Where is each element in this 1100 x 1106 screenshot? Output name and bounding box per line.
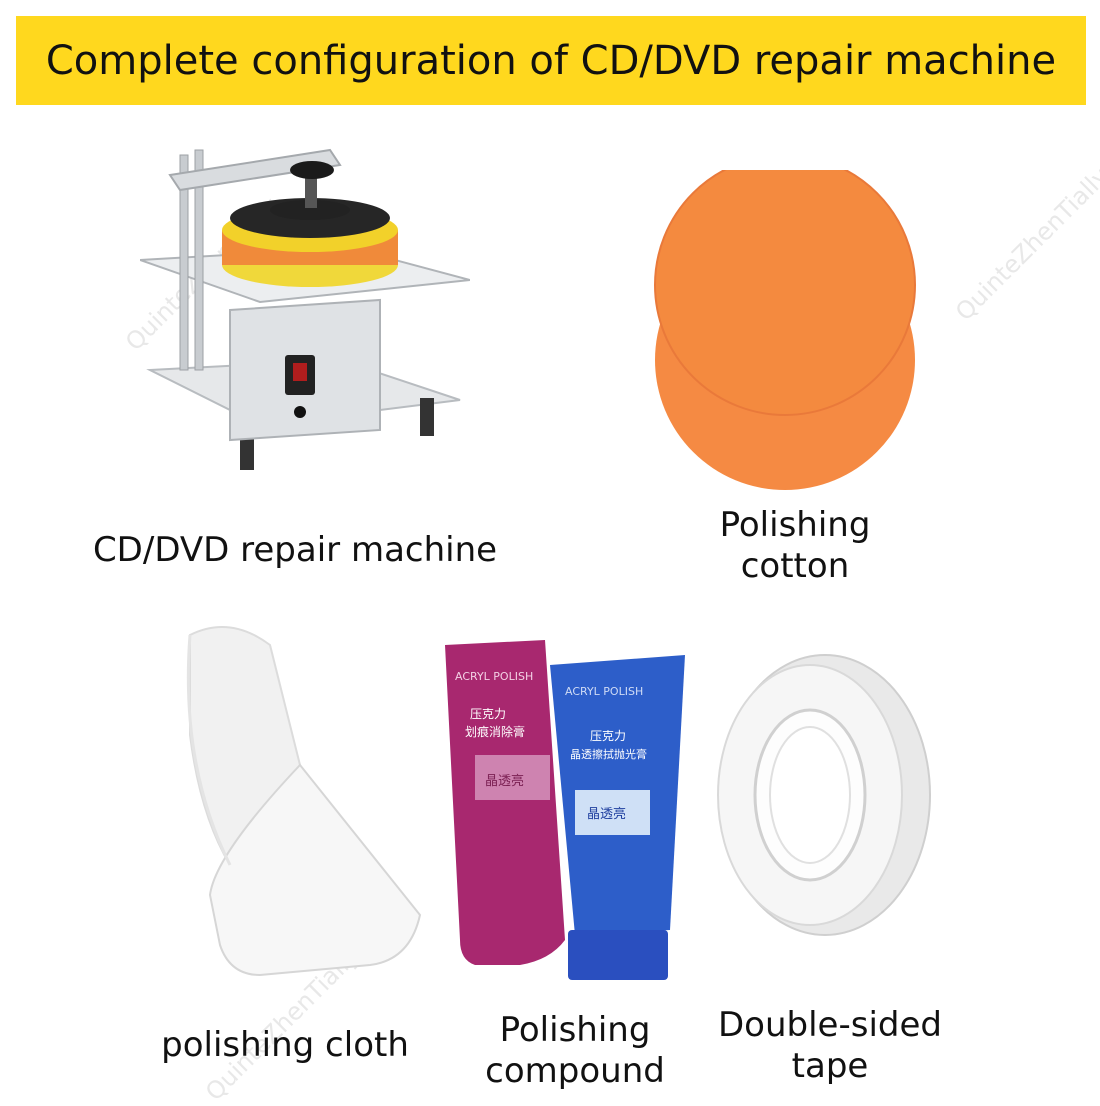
double-sided-tape-image bbox=[717, 654, 931, 936]
tube1-brand: ACRYL POLISH bbox=[455, 670, 533, 683]
tube2-cn1: 压克力 bbox=[590, 729, 626, 743]
cloth-caption: polishing cloth bbox=[161, 1025, 409, 1065]
polishing-cotton-image bbox=[654, 170, 916, 490]
polishing-cloth-image bbox=[186, 626, 422, 977]
cotton-caption-line1: Polishing bbox=[719, 505, 871, 545]
tube1-cn2: 划痕消除膏 bbox=[465, 724, 525, 739]
compound-caption-line2: compound bbox=[485, 1050, 665, 1091]
machine-caption: CD/DVD repair machine bbox=[92, 530, 498, 570]
watermark-text: QuinteZhenTially bbox=[950, 161, 1100, 327]
polishing-compound-image: ACRYL POLISH 压克力 划痕消除膏 晶透亮 ACRYL POLISH … bbox=[445, 640, 685, 980]
title-banner: Complete configuration of CD/DVD repair … bbox=[16, 16, 1086, 105]
watermark: QuinteZhenTially bbox=[950, 162, 1100, 326]
compound-caption: Polishing compound bbox=[460, 1010, 690, 1092]
tape-caption-line1: Double-sided bbox=[718, 1005, 942, 1045]
cotton-caption: Polishing cotton bbox=[670, 505, 920, 587]
compound-caption-line1: Polishing bbox=[499, 1010, 651, 1050]
tube2-brand: ACRYL POLISH bbox=[565, 685, 643, 698]
cotton-caption-line2: cotton bbox=[740, 545, 850, 586]
tube1-label: 晶透亮 bbox=[485, 773, 524, 789]
tube2-cn2: 晶透擦拭抛光膏 bbox=[570, 747, 647, 761]
repair-machine-image bbox=[140, 148, 470, 470]
tape-caption: Double-sided tape bbox=[690, 1005, 970, 1087]
page-title: Complete configuration of CD/DVD repair … bbox=[45, 37, 1057, 84]
tube1-cn1: 压克力 bbox=[470, 707, 506, 721]
tape-caption-line2: tape bbox=[791, 1045, 869, 1086]
tube2-label: 晶透亮 bbox=[587, 806, 626, 822]
